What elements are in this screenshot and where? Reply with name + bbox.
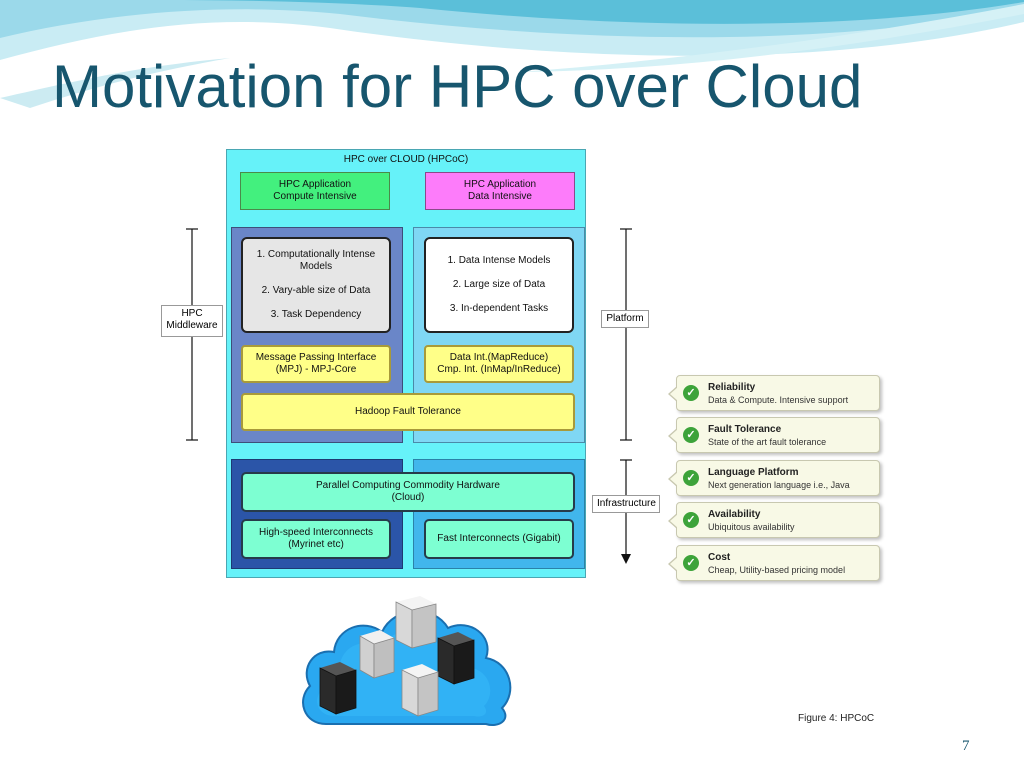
compute-item-2: 2. Vary-able size of Data bbox=[261, 285, 371, 296]
figure-caption: Figure 4: HPCoC bbox=[798, 713, 875, 724]
hardware-line-1: Parallel Computing Commodity Hardware bbox=[316, 480, 500, 491]
mpi-line-1: Message Passing Interface bbox=[255, 352, 377, 363]
check-icon: ✓ bbox=[683, 470, 699, 486]
hardware-line-2: (Cloud) bbox=[391, 492, 425, 503]
feature-card-cost: ✓ Cost Cheap, Utility-based pricing mode… bbox=[668, 545, 880, 581]
feature-card-language-platform: ✓ Language Platform Next generation lang… bbox=[668, 460, 880, 496]
app-compute-line-1: HPC Application bbox=[278, 179, 352, 190]
data-characteristics: 1. Data Intense Models 2. Large size of … bbox=[424, 237, 574, 333]
interconnect-line-2: (Myrinet etc) bbox=[288, 539, 344, 550]
server-icon-1 bbox=[395, 596, 437, 649]
slide-page-number: 7 bbox=[962, 738, 970, 754]
slide-title: Motivation for HPC over Cloud bbox=[52, 53, 863, 120]
server-icon-4 bbox=[319, 662, 357, 715]
mpi-box: Message Passing Interface(MPJ) - MPJ-Cor… bbox=[241, 345, 391, 383]
feature-desc: Ubiquitous availability bbox=[708, 522, 795, 532]
header-wave-decoration bbox=[0, 0, 1024, 108]
hpc-middleware-label: HPC Middleware bbox=[161, 305, 223, 337]
feature-title: Cost bbox=[708, 552, 731, 563]
interconnect-line-1: High-speed Interconnects bbox=[259, 527, 373, 538]
mapreduce-line-1: Data Int.(MapReduce) bbox=[449, 352, 549, 363]
server-icon-2 bbox=[359, 630, 395, 679]
feature-card-reliability: ✓ Reliability Data & Compute. Intensive … bbox=[668, 375, 880, 411]
feature-desc: Next generation language i.e., Java bbox=[708, 480, 850, 490]
compute-item-1b: Models bbox=[299, 261, 333, 272]
cloud-servers-illustration bbox=[302, 596, 512, 726]
feature-card-fault-tolerance: ✓ Fault Tolerance State of the art fault… bbox=[668, 417, 880, 453]
feature-title: Availability bbox=[708, 509, 761, 520]
data-item-3: 3. In-dependent Tasks bbox=[449, 303, 549, 314]
server-icon-5 bbox=[401, 664, 439, 717]
feature-card-availability: ✓ Availability Ubiquitous availability bbox=[668, 502, 880, 538]
mapreduce-line-2: Cmp. Int. (InMap/InReduce) bbox=[437, 364, 561, 375]
commodity-hardware-box: Parallel Computing Commodity Hardware(Cl… bbox=[241, 472, 575, 512]
hadoop-fault-tolerance-box: Hadoop Fault Tolerance bbox=[241, 393, 575, 431]
check-icon: ✓ bbox=[683, 512, 699, 528]
diagram-header: HPC over CLOUD (HPCoC) bbox=[343, 154, 469, 165]
feature-title: Language Platform bbox=[708, 467, 799, 478]
infrastructure-label: Infrastructure bbox=[592, 495, 660, 513]
diagram-brackets bbox=[186, 228, 632, 564]
compute-item-1a: 1. Computationally Intense bbox=[256, 249, 376, 260]
platform-label: Platform bbox=[601, 310, 649, 328]
feature-desc: State of the art fault tolerance bbox=[708, 437, 827, 447]
compute-item-3: 3. Task Dependency bbox=[270, 309, 362, 320]
feature-desc: Data & Compute. Intensive support bbox=[708, 395, 849, 405]
middleware-line-2: Middleware bbox=[166, 320, 218, 331]
app-data-line-2: Data Intensive bbox=[468, 191, 532, 202]
feature-desc: Cheap, Utility-based pricing model bbox=[708, 565, 846, 575]
data-item-2: 2. Large size of Data bbox=[452, 279, 546, 290]
server-icon-3 bbox=[437, 632, 475, 685]
app-compute-line-2: Compute Intensive bbox=[273, 191, 357, 202]
mpi-line-2: (MPJ) - MPJ-Core bbox=[275, 364, 357, 375]
gigabit-interconnect-box: Fast Interconnects (Gigabit) bbox=[424, 519, 574, 559]
middleware-line-1: HPC bbox=[181, 308, 203, 319]
check-icon: ✓ bbox=[683, 427, 699, 443]
data-item-1: 1. Data Intense Models bbox=[447, 255, 551, 266]
compute-characteristics: 1. Computationally Intense Models 2. Var… bbox=[241, 237, 391, 333]
feature-title: Reliability bbox=[708, 382, 756, 393]
app-data-line-1: HPC Application bbox=[463, 179, 537, 190]
feature-title: Fault Tolerance bbox=[708, 424, 782, 435]
check-icon: ✓ bbox=[683, 385, 699, 401]
high-speed-interconnect-box: High-speed Interconnects(Myrinet etc) bbox=[241, 519, 391, 559]
mapreduce-box: Data Int.(MapReduce)Cmp. Int. (InMap/InR… bbox=[424, 345, 574, 383]
check-icon: ✓ bbox=[683, 555, 699, 571]
